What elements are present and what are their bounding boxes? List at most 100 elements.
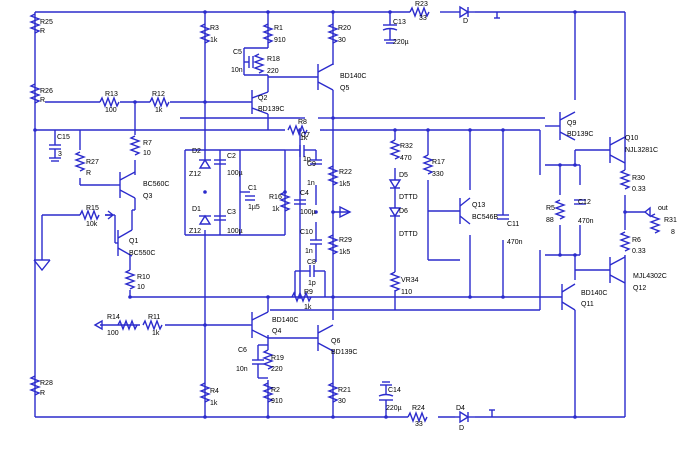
label-c7-val: 1p bbox=[303, 156, 311, 163]
label-c4-ref: C4 bbox=[300, 190, 309, 197]
resistor-r17 bbox=[422, 154, 434, 175]
label-r29-val: 1k5 bbox=[339, 249, 350, 256]
label-c9-ref: C9 bbox=[307, 161, 316, 168]
label-q4-ref: Q4 bbox=[272, 328, 281, 335]
resistor-r13 bbox=[99, 96, 120, 108]
ground-symbol-c15 bbox=[49, 157, 61, 162]
label-r6-ref: R6 bbox=[632, 237, 641, 244]
resistor-r20 bbox=[327, 23, 339, 44]
label-q1-ref: Q1 bbox=[129, 238, 138, 245]
wiring bbox=[34, 11, 645, 418]
label-r9-val: 1k bbox=[304, 304, 312, 311]
label-q2-part: BD139C bbox=[258, 106, 284, 113]
label-r16-ref: R16 bbox=[269, 194, 282, 201]
capacitor-c7 bbox=[285, 145, 316, 157]
label-r5-ref: R5 bbox=[546, 205, 555, 212]
label-r15-ref: R15 bbox=[86, 205, 99, 212]
resistor-r5 bbox=[554, 199, 566, 220]
transistor-q1 bbox=[114, 209, 135, 257]
label-d3-ref: D bbox=[463, 18, 468, 25]
label-r10-val: 10 bbox=[137, 284, 145, 291]
label-q5-part: BD140C bbox=[340, 73, 366, 80]
label-c2-ref: C2 bbox=[227, 153, 236, 160]
label-r30-val: 0.33 bbox=[632, 186, 646, 193]
transistor-q5 bbox=[268, 63, 334, 91]
resistor-r30 bbox=[619, 169, 631, 190]
label-r13-ref: R13 bbox=[105, 91, 118, 98]
label-r32-val: 470 bbox=[400, 155, 412, 162]
resistor-r6 bbox=[619, 231, 631, 252]
resistor-r7 bbox=[129, 135, 141, 156]
resistor-r25 bbox=[29, 13, 41, 34]
label-c11-val: 470n bbox=[507, 239, 523, 246]
resistor-r29 bbox=[327, 234, 339, 255]
label-r4-ref: R4 bbox=[210, 388, 219, 395]
symbols bbox=[33, 12, 651, 417]
label-c12-val: 470n bbox=[578, 218, 594, 225]
resistor-r1 bbox=[262, 23, 274, 44]
label-c8-ref: C8 bbox=[307, 259, 316, 266]
diode-d6 bbox=[388, 207, 402, 257]
capacitor-c15 bbox=[49, 130, 61, 158]
capacitor-c10 bbox=[310, 222, 322, 262]
diode-d3 bbox=[455, 5, 475, 19]
label-c3-val: 100µ bbox=[227, 228, 243, 235]
label-r15-val: 10k bbox=[86, 221, 98, 228]
label-r1-ref: R1 bbox=[274, 25, 283, 32]
label-r24-val: 33 bbox=[415, 421, 423, 428]
label-q3-part: BC560C bbox=[143, 181, 169, 188]
label-r14-val: 100 bbox=[107, 330, 119, 337]
ground-symbol-left bbox=[33, 259, 51, 272]
label-r25-val: R bbox=[40, 28, 45, 35]
transistor-q9 bbox=[545, 111, 576, 141]
label-d4-val: D bbox=[459, 425, 464, 432]
capacitor-c14 bbox=[378, 381, 394, 417]
label-c11-ref: C11 bbox=[507, 221, 519, 228]
zener-d1 bbox=[198, 214, 212, 225]
label-c14-val: 220µ bbox=[386, 405, 402, 412]
transistor-q6 bbox=[268, 324, 334, 352]
capacitor-c1 bbox=[245, 195, 255, 201]
label-c4-val: 100µ bbox=[300, 209, 316, 216]
label-r6-val: 0.33 bbox=[632, 248, 646, 255]
resistor-r24 bbox=[407, 411, 428, 423]
capacitors bbox=[49, 12, 586, 417]
label-q9-part: BD139C bbox=[567, 131, 593, 138]
capacitor-c5 bbox=[243, 47, 268, 76]
capacitor-c8 bbox=[294, 265, 326, 297]
label-z12-b: Z12 bbox=[189, 228, 201, 235]
label-d6-val: DTTD bbox=[399, 231, 418, 238]
transistors bbox=[110, 63, 626, 352]
label-r20-ref: R20 bbox=[338, 25, 351, 32]
label-r13-val: 100 bbox=[105, 107, 117, 114]
transistor-q2 bbox=[235, 90, 269, 130]
resistor-r16 bbox=[279, 191, 291, 212]
label-r23-val: 33 bbox=[419, 15, 427, 22]
capacitor-c6 bbox=[252, 344, 268, 379]
label-r25-ref: R25 bbox=[40, 19, 53, 26]
capacitor-c3 bbox=[214, 215, 226, 221]
label-r28-ref: R28 bbox=[40, 380, 53, 387]
resistor-r22 bbox=[327, 165, 339, 186]
label-r5-val: 88 bbox=[546, 217, 554, 224]
resistor-r19 bbox=[262, 349, 274, 370]
label-q12-ref: Q12 bbox=[633, 285, 646, 292]
label-z12-a: Z12 bbox=[189, 171, 201, 178]
label-r21-ref: R21 bbox=[338, 387, 351, 394]
label-c1-val: 1µ5 bbox=[248, 204, 260, 211]
resistor-r14 bbox=[117, 319, 138, 331]
label-r2-ref: R2 bbox=[271, 387, 280, 394]
label-c13-ref: C13 bbox=[393, 19, 406, 26]
label-r11-ref: R11 bbox=[148, 314, 160, 321]
label-q13-part: BC546B bbox=[472, 214, 498, 221]
label-q4-part: BD140C bbox=[272, 317, 298, 324]
label-d6-ref: D6 bbox=[399, 208, 408, 215]
label-c10-ref: C10 bbox=[300, 229, 313, 236]
label-r7-val: 10 bbox=[143, 150, 151, 157]
label-r17-ref: R17 bbox=[432, 159, 445, 166]
label-r32-ref: R32 bbox=[400, 143, 413, 150]
label-r16-val: 1k bbox=[272, 206, 280, 213]
label-d5-ref: D5 bbox=[399, 172, 408, 179]
label-r7-ref: R7 bbox=[143, 140, 152, 147]
transistor-q3 bbox=[110, 171, 136, 210]
